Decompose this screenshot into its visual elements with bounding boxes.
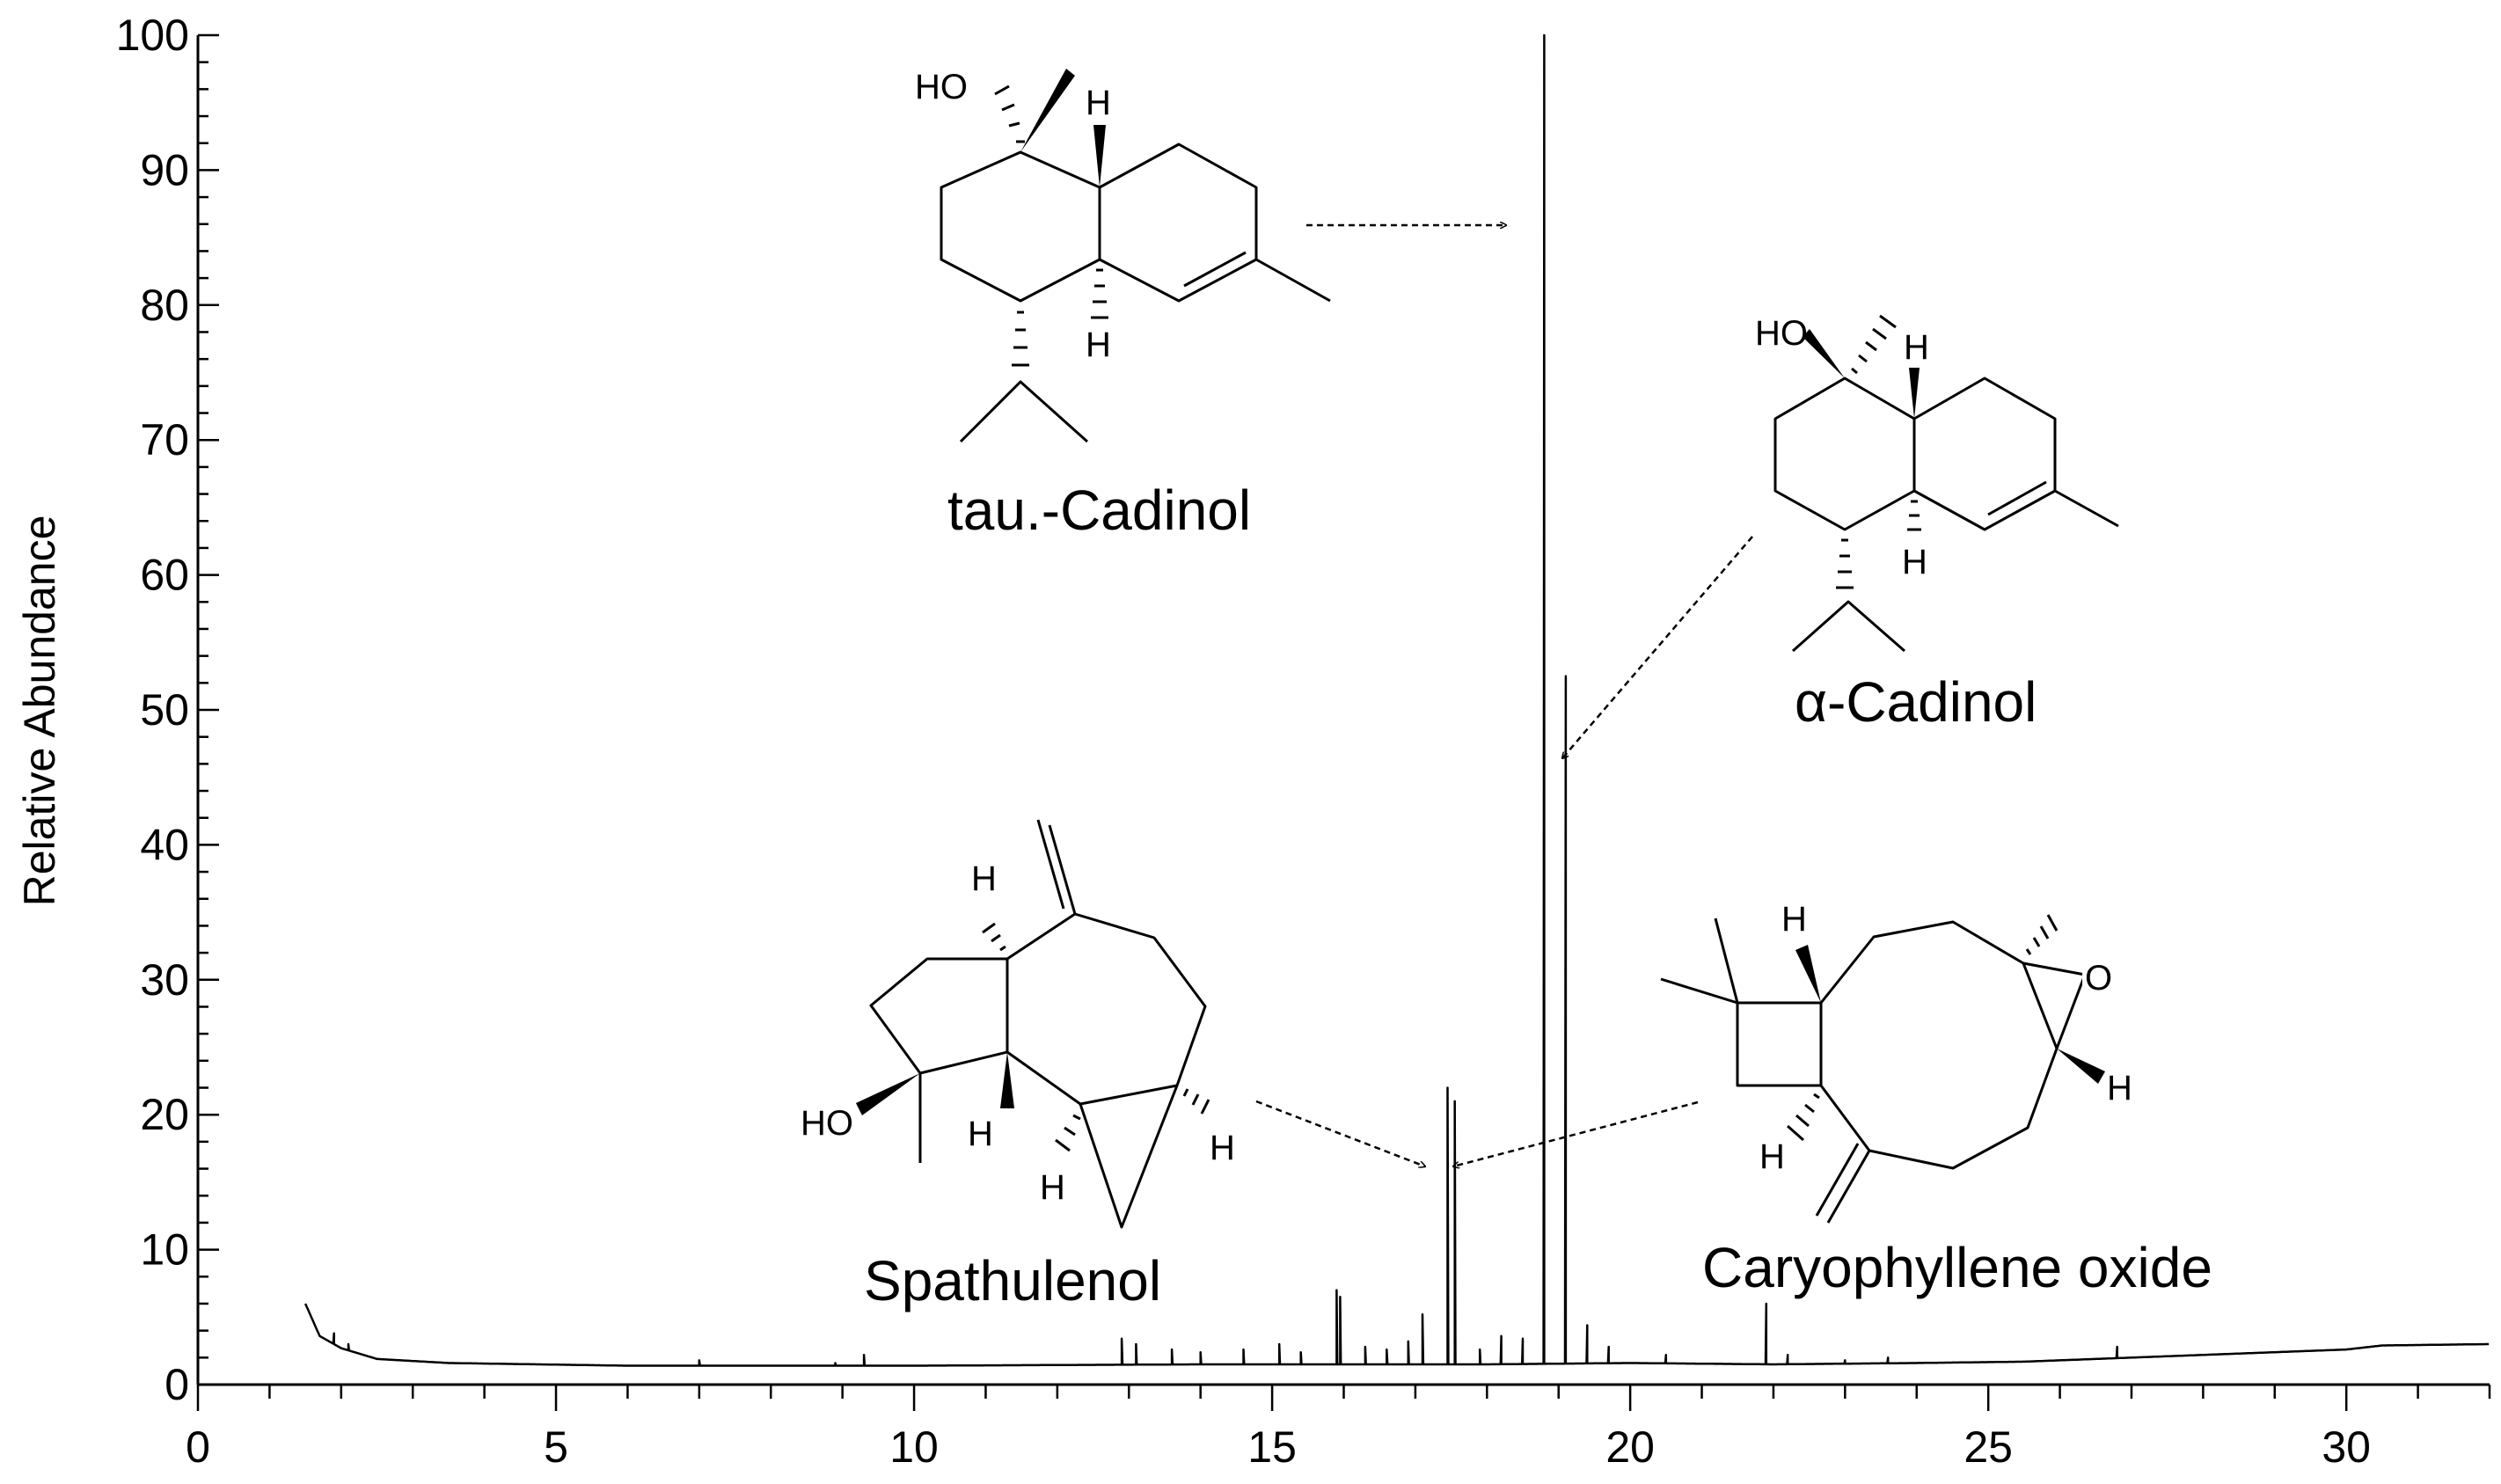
hash-tau-2 <box>1091 268 1108 319</box>
label-tau-cadinol: tau.-Cadinol <box>947 479 1251 542</box>
atom-h-bottom-tau: H <box>1086 325 1111 364</box>
atom-h3-caryophyllene: H <box>2107 1069 2132 1108</box>
annotation-arrows <box>1255 225 1753 1166</box>
hash-tau-3 <box>1012 311 1029 367</box>
atom-o-caryophyllene: O <box>2085 959 2112 998</box>
atom-h-bottom-alpha: H <box>1902 543 1927 581</box>
hash-spath-3 <box>1182 1088 1210 1115</box>
y-tick-label: 100 <box>116 11 189 60</box>
atom-h3-spathulenol: H <box>1040 1168 1065 1207</box>
x-ticks: 0 5 10 15 20 25 30 <box>186 1385 2491 1472</box>
hash-caryo-1 <box>1787 1093 1820 1142</box>
arrow-caryophyllene-oxide <box>1453 1100 1699 1166</box>
y-tick-label: 40 <box>140 820 189 869</box>
y-tick-label: 70 <box>140 415 189 464</box>
y-tick-label: 90 <box>140 145 189 194</box>
structure-alpha-cadinol: HO H H <box>1755 314 2119 653</box>
y-tick-label: 60 <box>140 551 189 600</box>
hash-alpha-3 <box>1836 538 1854 589</box>
y-tick-label: 30 <box>140 955 189 1005</box>
y-tick-label: 10 <box>140 1225 189 1275</box>
x-tick-label: 0 <box>186 1422 210 1472</box>
hash-caryo-2 <box>2025 914 2059 955</box>
atom-h4-spathulenol: H <box>1210 1129 1235 1167</box>
hash-spath-2 <box>1055 1114 1081 1152</box>
label-alpha-cadinol: α-Cadinol <box>1795 670 2037 734</box>
atom-ho-tau: HO <box>915 68 968 106</box>
y-tick-label: 80 <box>140 281 189 330</box>
arrow-alpha-cadinol <box>1562 536 1753 758</box>
x-tick-label: 20 <box>1605 1422 1655 1472</box>
structure-spathulenol: HO H H H H <box>801 819 1235 1229</box>
y-tick-label: 20 <box>140 1090 189 1139</box>
x-tick-label: 5 <box>544 1422 568 1472</box>
y-tick-label: 50 <box>140 685 189 735</box>
structure-caryophyllene-oxide: H H O H <box>1660 900 2132 1224</box>
y-axis-title: Relative Abundance <box>15 515 64 907</box>
hash-spath-1 <box>982 922 1006 952</box>
x-tick-label: 25 <box>1964 1422 2013 1472</box>
hash-tau-1 <box>994 84 1025 143</box>
atom-h2-spathulenol: H <box>968 1115 993 1153</box>
x-tick-label: 30 <box>2322 1422 2371 1472</box>
y-tick-label: 0 <box>165 1360 189 1409</box>
chromatogram-trace <box>303 33 2490 1367</box>
hash-alpha-1 <box>1851 314 1897 375</box>
label-caryophyllene-oxide: Caryophyllene oxide <box>1702 1236 2212 1299</box>
atom-h1-spathulenol: H <box>971 859 997 898</box>
structure-tau-cadinol: HO H H <box>915 68 1331 443</box>
hash-alpha-2 <box>1907 500 1921 531</box>
atom-h2-caryophyllene: H <box>1759 1137 1785 1176</box>
x-tick-label: 15 <box>1247 1422 1297 1472</box>
arrow-spathulenol <box>1255 1100 1425 1166</box>
atom-h-top-alpha: H <box>1904 328 1929 367</box>
atom-h-top-tau: H <box>1086 84 1111 122</box>
atom-h1-caryophyllene: H <box>1781 900 1807 939</box>
label-spathulenol: Spathulenol <box>864 1249 1161 1312</box>
axes <box>196 35 2490 1386</box>
atom-ho-spathulenol: HO <box>801 1104 853 1143</box>
atom-ho-alpha: HO <box>1755 314 1808 353</box>
y-ticks: 0 10 20 30 40 50 60 70 80 90 100 <box>116 11 219 1409</box>
x-tick-label: 10 <box>889 1422 939 1472</box>
